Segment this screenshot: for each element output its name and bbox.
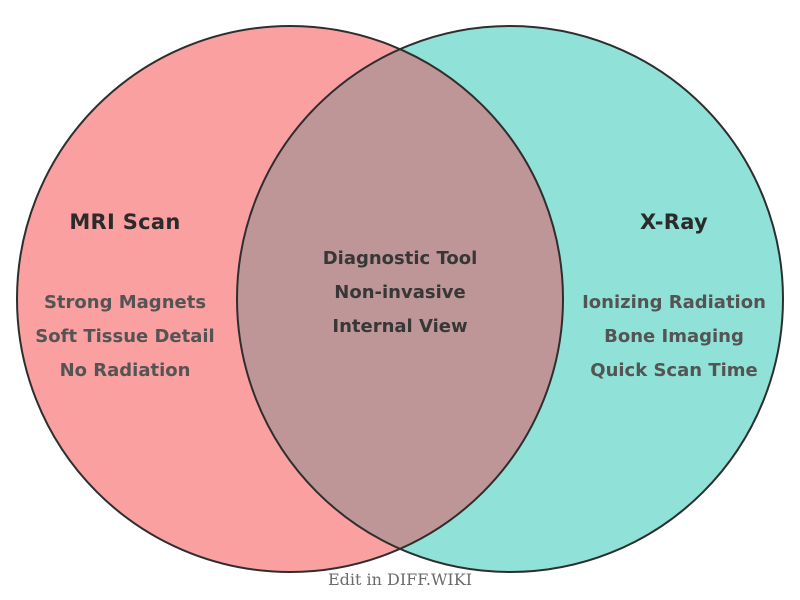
edit-link[interactable]: Edit in DIFF.WIKI [327,570,473,589]
intersection-region [237,26,563,572]
mri-circle-outline [16,25,564,573]
xray-circle-outline [236,25,784,573]
